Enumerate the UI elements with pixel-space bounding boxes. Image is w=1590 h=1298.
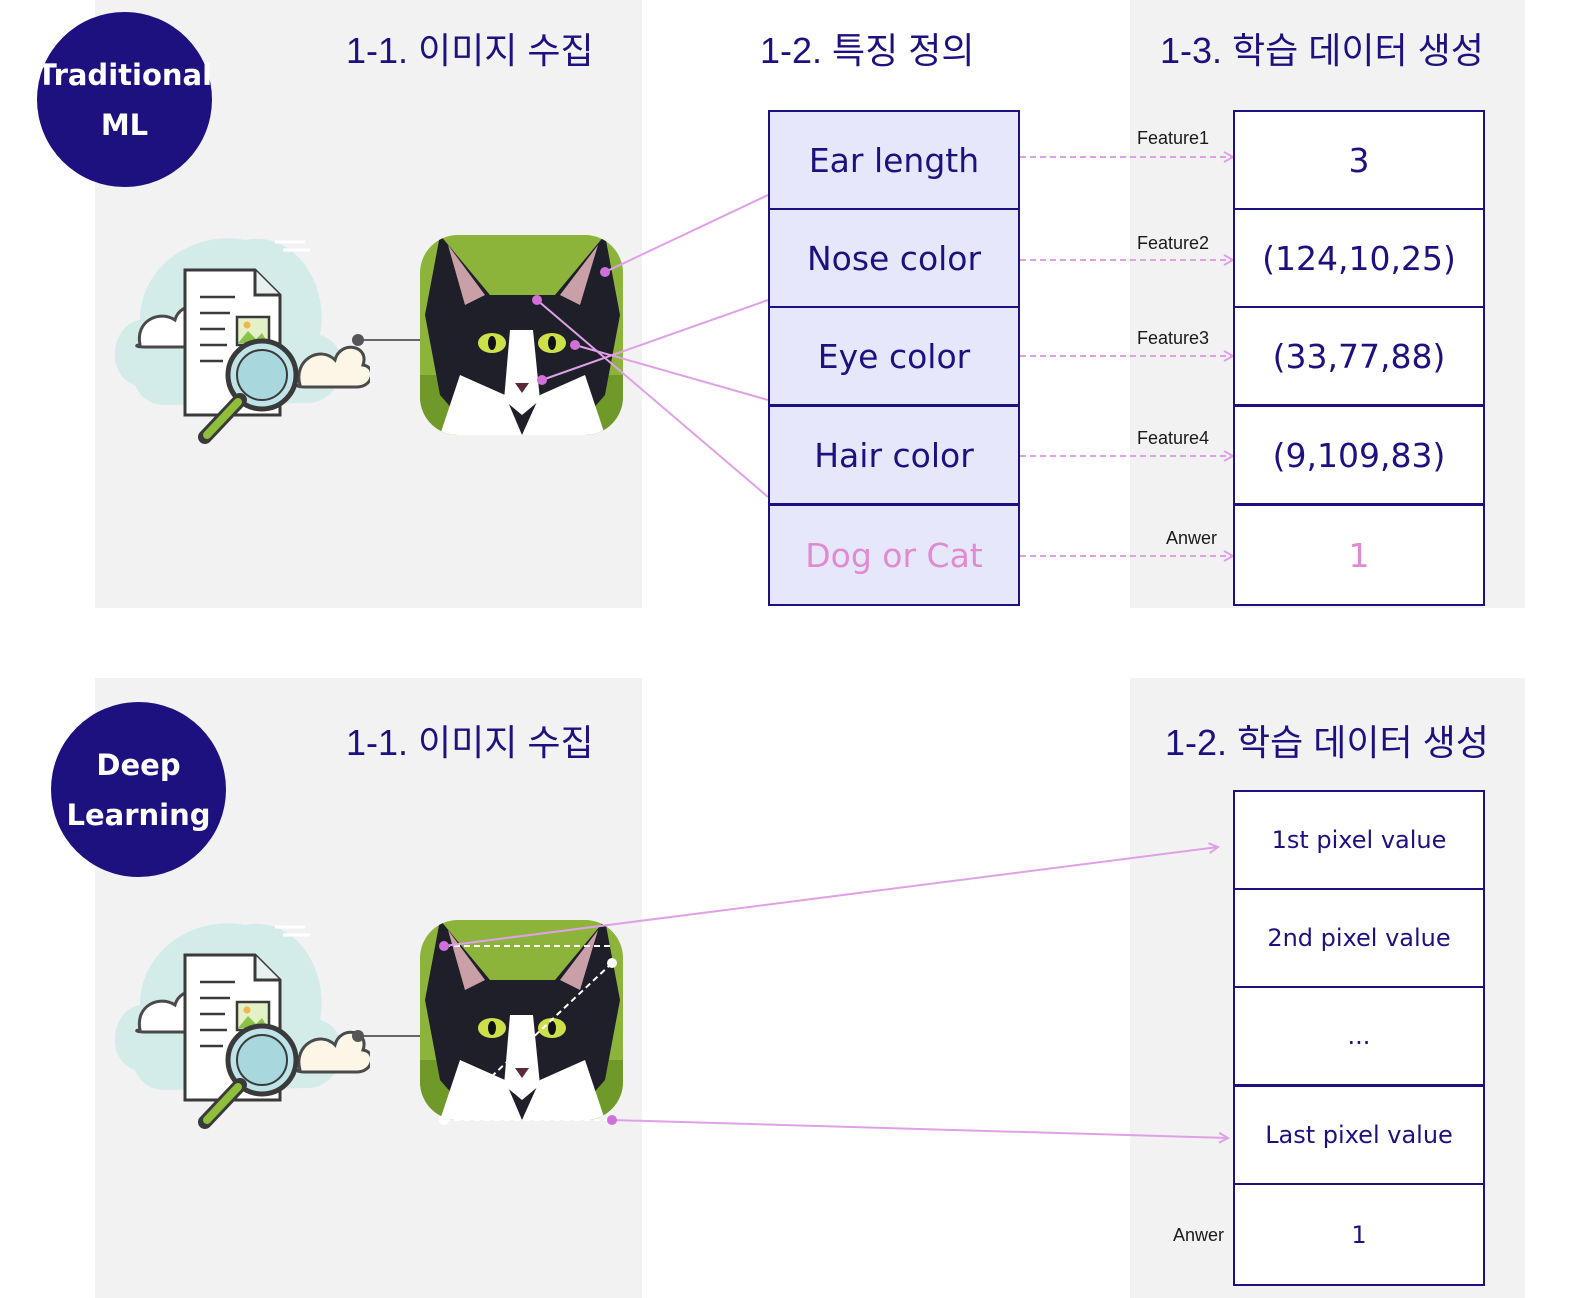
pixel-point — [607, 958, 617, 968]
deep-stage-2-title: 1-2. 학습 데이터 생성 — [1165, 722, 1489, 763]
traditional-stage-1-title: 1-1. 이미지 수집 — [346, 30, 594, 71]
nose-mapping-line — [541, 299, 769, 381]
first-pixel-arrow — [443, 847, 1218, 947]
hair-mapping-line — [536, 299, 769, 498]
pixel-cell-first: 1st pixel value — [1233, 790, 1485, 890]
value-cell-nose-color: (124,10,25) — [1233, 208, 1485, 308]
value-cell-answer: 1 — [1233, 504, 1485, 606]
arrow-label-feature3: Feature3 — [1137, 328, 1210, 348]
nose-point — [537, 375, 547, 385]
cat-photo — [420, 920, 623, 1120]
ear-mapping-line — [604, 194, 769, 273]
value-cell-hair-color: (9,109,83) — [1233, 405, 1485, 505]
pixel-cell-ellipsis: ... — [1233, 986, 1485, 1086]
eye-mapping-line — [574, 344, 769, 401]
document-search-icon — [114, 238, 370, 444]
collect-connector-dot — [352, 1030, 364, 1042]
arrow-label-answer: Anwer — [1166, 528, 1218, 548]
traditional-stage-3-title: 1-3. 학습 데이터 생성 — [1160, 30, 1484, 71]
value-cell-ear-length: 3 — [1233, 110, 1485, 210]
deep-answer-label: Anwer — [1173, 1225, 1225, 1245]
feature-cell-nose-color: Nose color — [768, 208, 1020, 308]
collect-connector-dot — [352, 334, 364, 346]
traditional-stage-2-title: 1-2. 특징 정의 — [760, 30, 975, 71]
deep-stage-1-title: 1-1. 이미지 수집 — [346, 722, 594, 763]
badge-line-1: Deep — [96, 747, 181, 782]
pixel-cell-last: Last pixel value — [1233, 1085, 1485, 1185]
hair-point — [532, 295, 542, 305]
value-cell-eye-color: (33,77,88) — [1233, 306, 1485, 406]
last-pixel-arrow — [611, 1119, 1228, 1138]
deep-learning-badge: Deep Learning — [51, 702, 226, 877]
arrow-label-feature2: Feature2 — [1137, 233, 1210, 253]
feature-cell-ear-length: Ear length — [768, 110, 1020, 210]
document-search-icon — [114, 923, 370, 1129]
first-pixel-point — [439, 941, 449, 951]
pixel-cell-second: 2nd pixel value — [1233, 888, 1485, 988]
arrow-label-feature4: Feature4 — [1137, 428, 1210, 448]
badge-line-2: Learning — [66, 797, 211, 832]
last-pixel-point — [607, 1115, 617, 1125]
traditional-ml-badge: Traditional ML — [37, 12, 212, 187]
arrow-label-feature1: Feature1 — [1137, 128, 1210, 148]
badge-line-1: Traditional — [36, 57, 213, 92]
feature-cell-hair-color: Hair color — [768, 405, 1020, 505]
ear-point — [600, 267, 610, 277]
cat-photo — [420, 235, 623, 435]
eye-point — [570, 340, 580, 350]
pixel-point — [439, 1115, 449, 1125]
feature-cell-eye-color: Eye color — [768, 306, 1020, 406]
pixel-cell-answer: 1 — [1233, 1183, 1485, 1286]
feature-cell-answer: Dog or Cat — [768, 504, 1020, 606]
pixel-scan-line — [455, 962, 613, 1111]
badge-line-2: ML — [100, 107, 149, 142]
